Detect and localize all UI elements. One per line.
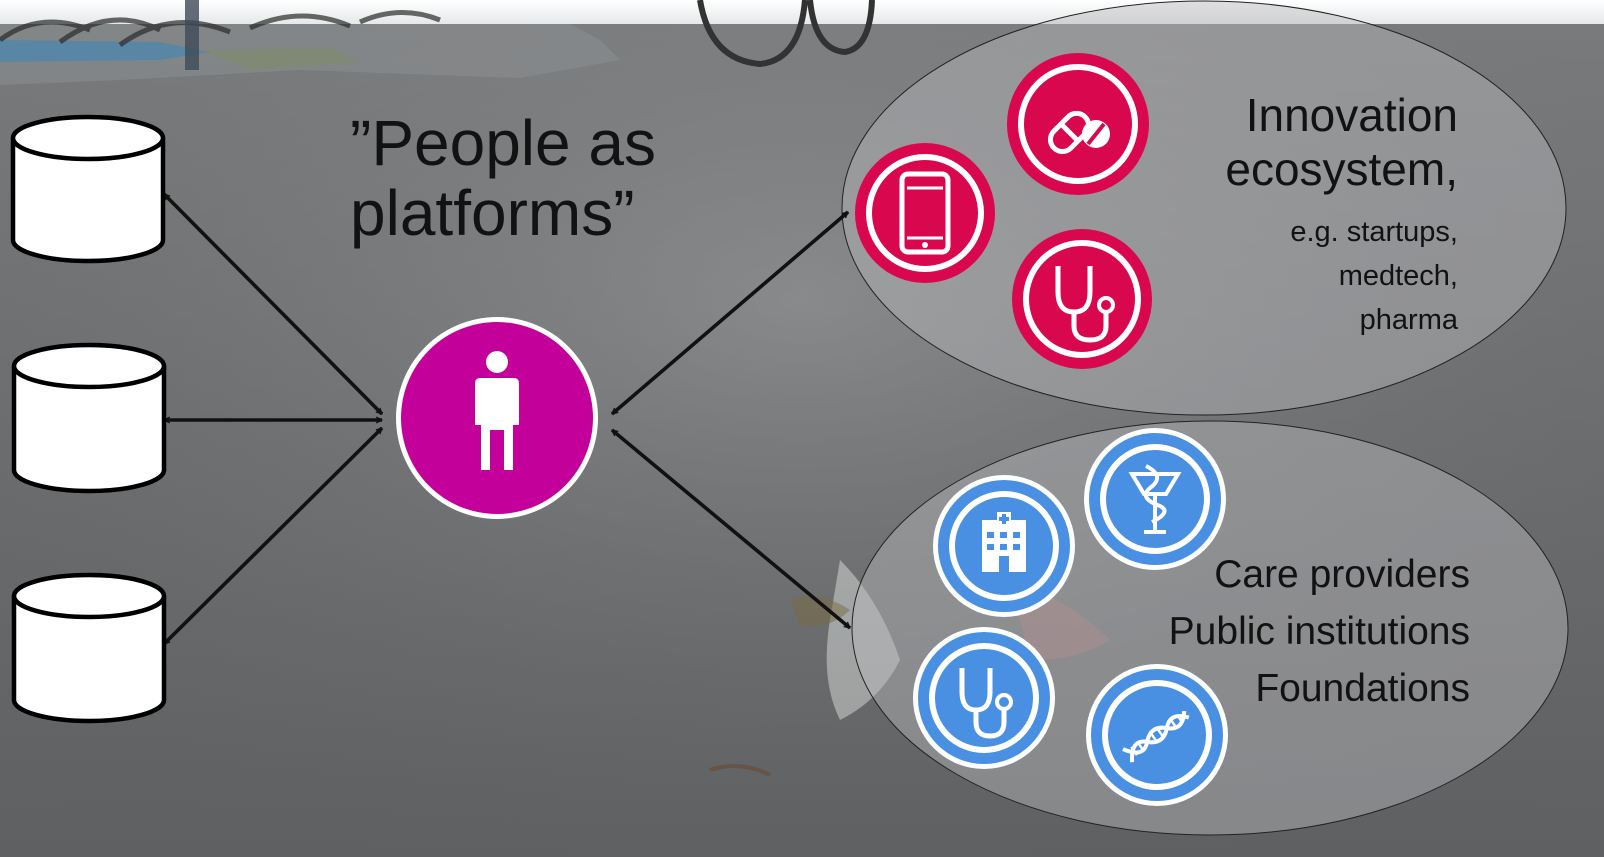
innovation-example: medtech, [1338,260,1458,292]
smartphone-icon [855,143,995,283]
rod-of-asclepius-icon [1084,428,1226,570]
innovation-heading-line-2: ecosystem, [1225,143,1458,195]
dna-icon [1086,664,1228,806]
stethoscope-icon [1012,229,1152,369]
care-line: Care providers [1214,553,1470,596]
connection-arrows [162,192,852,646]
arrow-care [610,428,852,630]
arrow-innovation [610,210,850,416]
arrow-db-top [162,192,384,416]
innovation-example: pharma [1359,304,1458,336]
title-line-2: platforms” [350,177,635,249]
title-line-1: ”People as [350,107,656,179]
innovation-example: e.g. startups, [1290,216,1458,248]
care-line: Public institutions [1168,610,1470,653]
database-icon [11,572,167,724]
person-icon [396,317,598,519]
hospital-icon [933,475,1075,617]
stethoscope-icon [913,627,1055,769]
diagram-title: ”People as platforms” [350,108,656,248]
innovation-heading-line-1: Innovation [1245,89,1458,141]
innovation-examples: e.g. startups, medtech, pharma [1290,210,1458,342]
arrow-db-bottom [162,426,384,646]
care-line: Foundations [1255,667,1470,710]
pill-icon [1007,53,1149,195]
database-icon [11,342,167,494]
database-icon [10,114,166,264]
care-providers-list: Care providers Public institutions Found… [1169,546,1470,717]
innovation-heading: Innovation ecosystem, [1225,88,1458,196]
